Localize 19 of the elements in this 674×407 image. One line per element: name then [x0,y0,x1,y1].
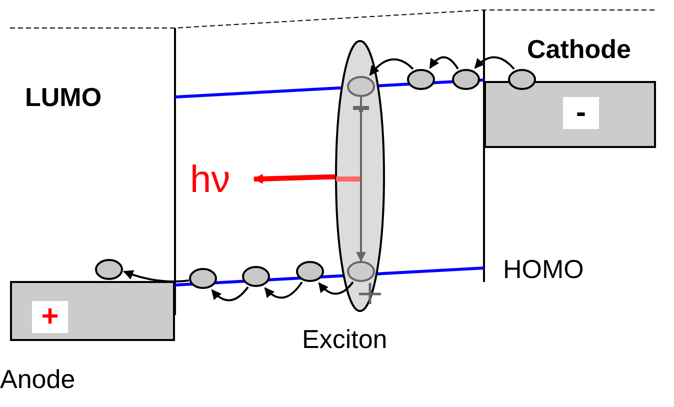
electrode-label: Cathode [527,36,631,62]
electrode-label: Anode [0,366,76,392]
hopping-arrow [211,286,249,302]
electrode-label: Exciton [302,326,388,352]
hopping-arrow [123,270,190,282]
electrode-box [10,281,175,341]
emission-arrow [253,174,336,184]
electrode-box [484,81,656,148]
energy-level-label: LUMO [25,84,102,110]
hopping-arrow [318,281,354,295]
polarity-sign: - [576,98,586,128]
hopping-arrow [369,58,414,76]
polarity-sign: + [41,302,59,332]
hopping-arrow [474,56,515,70]
hopping-arrow [264,281,303,299]
hopping-arrow [356,97,366,262]
photon-label: hν [190,161,230,199]
hopping-arrow [429,56,459,70]
energy-level-label: HOMO [503,256,584,282]
